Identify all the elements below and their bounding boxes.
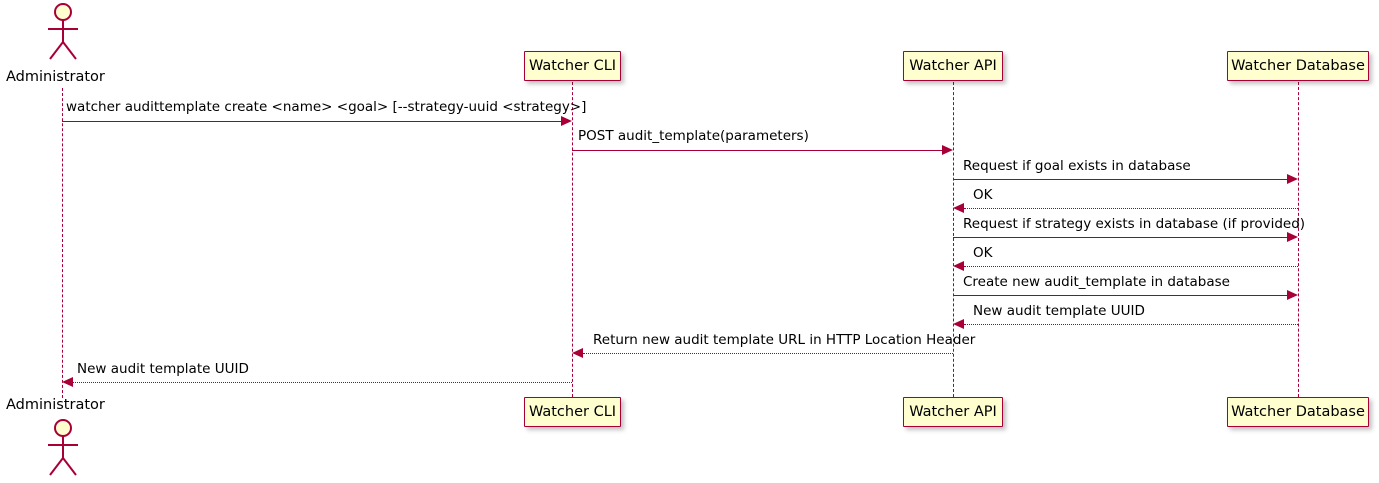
message-line-6 [964, 266, 1298, 267]
lifeline-administrator [62, 88, 63, 398]
message-arrowhead-7 [1287, 290, 1298, 300]
message-arrowhead-2 [942, 145, 953, 155]
message-arrowhead-3 [1287, 174, 1298, 184]
message-label-10: New audit template UUID [77, 361, 249, 377]
message-label-9: Return new audit template URL in HTTP Lo… [593, 332, 976, 348]
participant-watcher-cli-bottom[interactable]: Watcher CLI [524, 397, 621, 427]
lifeline-watcher-cli [572, 82, 573, 397]
message-line-2 [572, 150, 943, 151]
message-label-3: Request if goal exists in database [963, 158, 1191, 174]
message-line-3 [953, 179, 1288, 180]
message-arrowhead-4 [953, 203, 964, 213]
actor-label-administrator-bottom: Administrator [6, 397, 105, 413]
participant-watcher-api-bottom[interactable]: Watcher API [903, 397, 1003, 427]
message-line-9 [583, 353, 953, 354]
message-label-7: Create new audit_template in database [963, 274, 1230, 290]
participant-watcher-database-top[interactable]: Watcher Database [1227, 51, 1369, 81]
message-label-6: OK [973, 245, 993, 261]
message-arrowhead-8 [953, 319, 964, 329]
message-line-1 [62, 121, 562, 122]
actor-label-administrator-top: Administrator [6, 69, 105, 85]
participant-label-watcher-api-top: Watcher API [909, 58, 997, 74]
message-line-10 [73, 382, 572, 383]
participant-label-watcher-cli-top: Watcher CLI [528, 58, 617, 74]
participant-label-watcher-database-bottom: Watcher Database [1231, 404, 1365, 420]
message-arrowhead-5 [1287, 232, 1298, 242]
actor-administrator-bottom [48, 419, 78, 476]
participant-label-watcher-database-top: Watcher Database [1231, 58, 1365, 74]
message-label-4: OK [973, 187, 993, 203]
participant-watcher-cli-top[interactable]: Watcher CLI [524, 51, 621, 81]
message-line-4 [964, 208, 1298, 209]
participant-label-watcher-cli-bottom: Watcher CLI [528, 404, 617, 420]
message-label-2: POST audit_template(parameters) [578, 128, 809, 144]
lifeline-watcher-api [953, 82, 954, 397]
message-label-1: watcher audittemplate create <name> <goa… [66, 99, 587, 115]
message-line-5 [953, 237, 1288, 238]
actor-administrator-top [48, 3, 78, 60]
message-line-8 [964, 324, 1298, 325]
participant-watcher-api-top[interactable]: Watcher API [903, 51, 1003, 81]
message-label-5: Request if strategy exists in database (… [963, 216, 1306, 232]
message-arrowhead-6 [953, 261, 964, 271]
message-arrowhead-10 [62, 377, 73, 387]
message-arrowhead-9 [572, 348, 583, 358]
participant-watcher-database-bottom[interactable]: Watcher Database [1227, 397, 1369, 427]
message-line-7 [953, 295, 1288, 296]
message-arrowhead-1 [561, 116, 572, 126]
participant-label-watcher-api-bottom: Watcher API [909, 404, 997, 420]
message-label-8: New audit template UUID [973, 303, 1145, 319]
lifeline-watcher-database [1298, 82, 1299, 397]
